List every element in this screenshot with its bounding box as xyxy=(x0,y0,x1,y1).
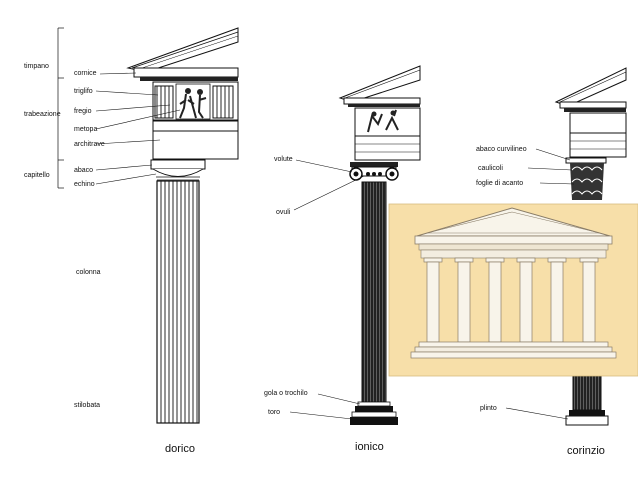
label-abaco: abaco xyxy=(74,167,94,174)
label-cornice: cornice xyxy=(74,70,97,77)
label-caulicoli: caulicoli xyxy=(478,165,503,172)
leader-lines xyxy=(95,72,575,420)
label-ovuli: ovuli xyxy=(276,209,291,216)
label-capitello: capitello xyxy=(24,172,50,179)
caption-corinzio: corinzio xyxy=(567,445,605,457)
label-plinto: plinto xyxy=(480,405,497,412)
caption-dorico: dorico xyxy=(165,443,195,455)
doric-order xyxy=(126,27,239,424)
temple-inset xyxy=(388,203,638,377)
corinthian-order xyxy=(554,67,627,426)
label-fregio: fregio xyxy=(74,108,92,115)
label-gola: gola o trochilo xyxy=(264,390,308,397)
label-stilobata: stilobata xyxy=(74,402,101,409)
label-toro: toro xyxy=(268,409,281,416)
label-colonna: colonna xyxy=(76,269,101,276)
label-volute: volute xyxy=(274,156,293,163)
caption-ionico: ionico xyxy=(355,441,384,453)
label-architrave: architrave xyxy=(74,141,105,148)
label-timpano: timpano xyxy=(24,63,49,70)
label-abaco-curvilineo: abaco curvilineo xyxy=(476,146,527,153)
ionic-order xyxy=(338,65,421,425)
label-triglifo: triglifo xyxy=(74,88,93,95)
label-echino: echino xyxy=(74,181,95,188)
label-metopa: metopa xyxy=(74,126,98,133)
label-foglie-di-acanto: foglie di acanto xyxy=(476,180,524,187)
group-brackets xyxy=(57,27,64,189)
label-trabeazione: trabeazione xyxy=(24,111,61,118)
